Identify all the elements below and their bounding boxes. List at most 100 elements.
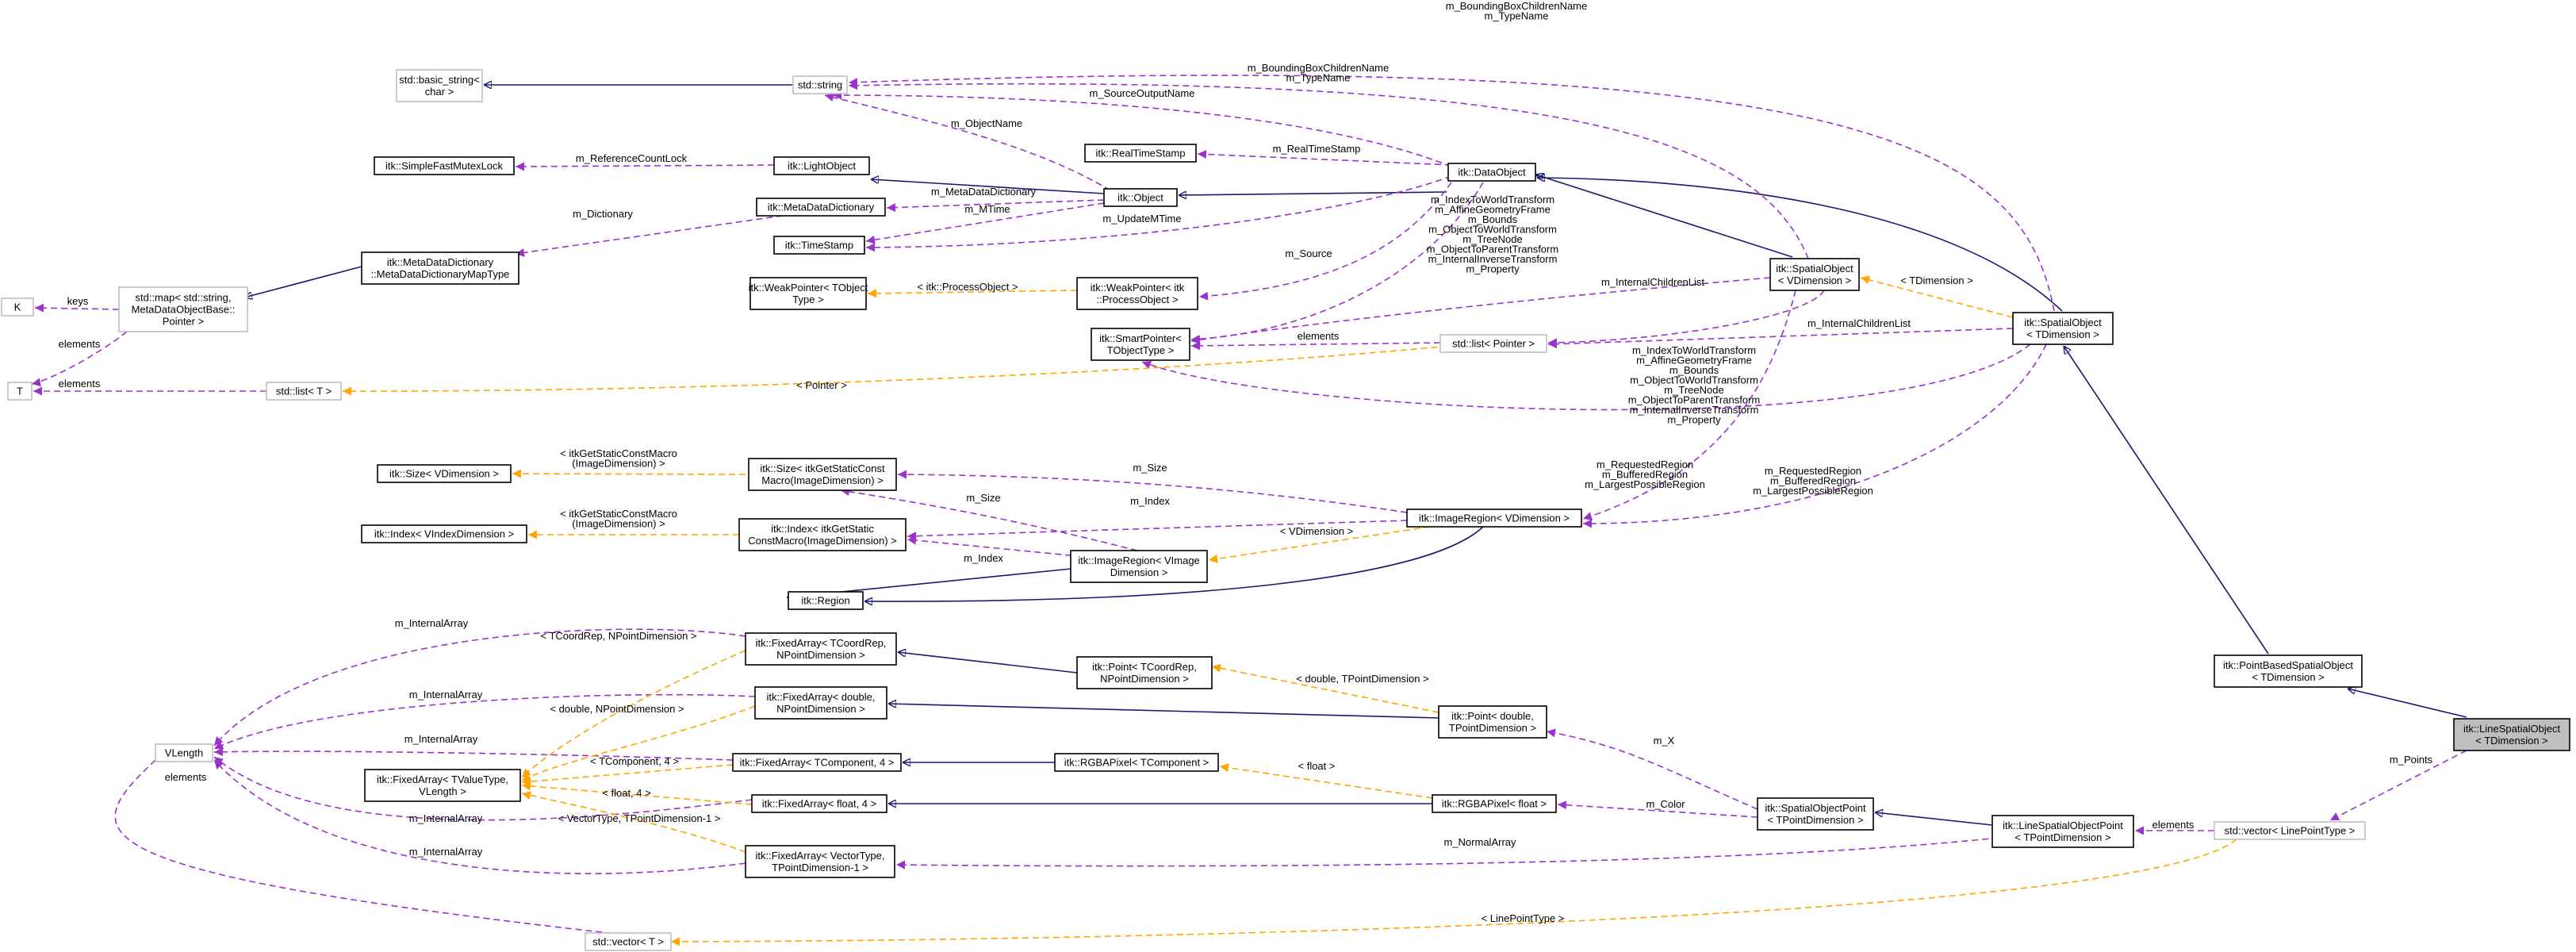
edge-label-line: m_Property	[1667, 414, 1721, 426]
node-label: itk::Point< TCoordRep,	[1092, 661, 1197, 673]
node-meta-dict-map-type[interactable]: itk::MetaDataDictionary::MetaDataDiction…	[361, 251, 519, 285]
node-box	[1406, 509, 1582, 528]
node-std-map[interactable]: std::map< std::string,MetaDataObjectBase…	[118, 286, 248, 332]
usage-edge-19	[832, 90, 1452, 167]
node-fixed-array-float[interactable]: itk::FixedArray< float, 4 >	[751, 794, 887, 813]
node-point-based-spatial[interactable]: itk::PointBasedSpatialObject< TDimension…	[2214, 654, 2363, 688]
usage-edge-38	[907, 520, 1408, 541]
node-light-object[interactable]: itk::LightObject	[773, 156, 870, 175]
node-std-list-pointer[interactable]: std::list< Pointer >	[1439, 334, 1547, 353]
usage-edge-41	[1582, 344, 2047, 528]
node-size-vdim[interactable]: itk::Size< VDimension >	[377, 464, 512, 483]
template-edge-64	[1211, 663, 1439, 713]
node-real-time-stamp[interactable]: itk::RealTimeStamp	[1084, 144, 1197, 163]
edge-label-internal-children-list-t: m_InternalChildrenList	[1807, 317, 1911, 329]
node-label: itk::SpatialObject	[1776, 263, 1853, 274]
node-image-region-v[interactable]: itk::ImageRegion< VDimension >	[1406, 509, 1582, 528]
node-label: VLength	[165, 747, 203, 759]
node-fixed-array-tcoord[interactable]: itk::FixedArray< TCoordRep,NPointDimensi…	[745, 632, 897, 666]
node-fixed-array-vector[interactable]: itk::FixedArray< VectorType,TPointDimens…	[745, 845, 895, 878]
node-weak-pointer-tobject[interactable]: itk::WeakPointer< TObjectType >	[749, 277, 868, 310]
node-index-vindex[interactable]: itk::Index< VIndexDimension >	[361, 524, 527, 543]
node-label: itk::Object	[1117, 192, 1163, 204]
node-rgba-float[interactable]: itk::RGBAPixel< float >	[1432, 794, 1557, 813]
usage-edge-26	[34, 303, 120, 313]
node-region[interactable]: itk::Region	[788, 591, 864, 610]
edge-label-line: < VDimension >	[1280, 525, 1354, 537]
edge-label-elements-t: elements	[59, 338, 101, 350]
node-k[interactable]: K	[1, 298, 34, 317]
edge-label-update-mtime: m_UpdateMTime	[1102, 213, 1181, 225]
node-box	[1, 298, 34, 317]
edge-label-internal-array-3: m_InternalArray	[404, 733, 478, 745]
edge-label-line: m_TypeName	[1485, 10, 1549, 22]
node-spatial-object-point[interactable]: itk::SpatialObjectPoint< TPointDimension…	[1757, 797, 1874, 831]
node-rgba-tcomponent[interactable]: itk::RGBAPixel< TComponent >	[1054, 753, 1219, 772]
node-label: MetaDataObjectBase::	[132, 304, 236, 316]
edge-label-line: < Pointer >	[796, 379, 847, 391]
node-point-double[interactable]: itk::Point< double,TPointDimension >	[1438, 705, 1547, 739]
edge-label-m-x: m_X	[1654, 735, 1675, 747]
node-fixed-array-tcomponent[interactable]: itk::FixedArray< TComponent, 4 >	[732, 753, 902, 772]
node-weak-pointer-process[interactable]: itk::WeakPointer< itk::ProcessObject >	[1076, 277, 1198, 310]
usage-edge-32	[1547, 290, 1825, 347]
node-box	[1054, 753, 1219, 772]
node-box	[374, 156, 515, 175]
node-index-static[interactable]: itk::Index< itkGetStaticConstMacro(Image…	[738, 518, 907, 551]
node-meta-data-dictionary[interactable]: itk::MetaDataDictionary	[756, 198, 886, 217]
node-std-vector-line[interactable]: std::vector< LinePointType >	[2214, 821, 2366, 840]
edge-label-dictionary: m_Dictionary	[573, 208, 633, 220]
node-vlength[interactable]: VLength	[155, 743, 213, 762]
usage-edge-39	[907, 536, 1103, 559]
node-spatial-object-t[interactable]: itk::SpatialObject< TDimension >	[2012, 312, 2114, 345]
edge-label-line: m_AffineGeometryFrame	[1435, 204, 1551, 216]
node-fixed-array-double[interactable]: itk::FixedArray< double,NPointDimension …	[754, 686, 887, 720]
node-line-spatial-object-point[interactable]: itk::LineSpatialObjectPoint< TPointDimen…	[1991, 815, 2134, 848]
node-std-vector-t[interactable]: std::vector< T >	[585, 932, 672, 951]
node-std-string[interactable]: std::string	[792, 75, 848, 94]
node-label: itk::RGBAPixel< float >	[1442, 798, 1547, 810]
edge-label-internal-array-4: m_InternalArray	[409, 812, 483, 824]
edge-label-line: < double, TPointDimension >	[1296, 673, 1428, 685]
edge-label-pointer: < Pointer >	[796, 379, 847, 391]
node-t[interactable]: T	[7, 382, 33, 401]
node-box	[585, 932, 672, 951]
node-spatial-object-v[interactable]: itk::SpatialObject< VDimension >	[1769, 258, 1860, 291]
node-std-basic-string[interactable]: std::basic_string<char >	[396, 69, 483, 102]
edge-label-normal-array: m_NormalArray	[1443, 836, 1516, 848]
edge-label-line: (ImageDimension) >	[572, 458, 665, 470]
edge-label-source-output-name: m_SourceOutputName	[1090, 87, 1195, 99]
node-data-object[interactable]: itk::DataObject	[1447, 163, 1536, 182]
node-point-tcoord[interactable]: itk::Point< TCoordRep,NPointDimension >	[1076, 656, 1213, 689]
nodes: std::basic_string<char > std::stringitk::…	[1, 69, 2570, 951]
edge-label-line: m_InternalArray	[409, 689, 483, 701]
edge-label-line: elements	[165, 771, 207, 783]
node-label: itk::SpatialObjectPoint	[1765, 802, 1866, 814]
template-edge-66	[670, 839, 2237, 946]
inherit-edge-9	[898, 652, 1078, 674]
node-line-spatial-object[interactable]: itk::LineSpatialObject< TDimension >	[2453, 718, 2570, 751]
node-simple-fast-mutex-lock[interactable]: itk::SimpleFastMutexLock	[374, 156, 515, 175]
edge-label-line: m_NormalArray	[1443, 836, 1516, 848]
node-size-static[interactable]: itk::Size< itkGetStaticConstMacro(ImageD…	[748, 458, 897, 491]
node-std-list-t[interactable]: std::list< T >	[266, 382, 342, 401]
edge-label-line: m_Bounds	[1669, 364, 1719, 376]
node-object[interactable]: itk::Object	[1103, 188, 1178, 207]
node-fixed-array-tvalue[interactable]: itk::FixedArray< TValueType,VLength >	[364, 769, 521, 802]
node-label: itk::Region	[801, 595, 849, 607]
edge-label-line: < TDimension >	[1900, 274, 1973, 286]
node-box	[7, 382, 33, 401]
edge-label-m-index-img: m_Index	[964, 552, 1003, 564]
node-time-stamp[interactable]: itk::TimeStamp	[773, 236, 865, 255]
usage-edge-20	[515, 162, 775, 171]
node-smart-pointer[interactable]: itk::SmartPointer<TObjectType >	[1091, 328, 1190, 361]
node-box	[745, 845, 895, 878]
node-box	[2453, 718, 2570, 751]
node-box	[364, 769, 521, 802]
edge-label-tcomponent-4: < TComponent, 4 >	[590, 755, 679, 767]
edge-label-line: m_ReferenceCountLock	[576, 152, 688, 164]
